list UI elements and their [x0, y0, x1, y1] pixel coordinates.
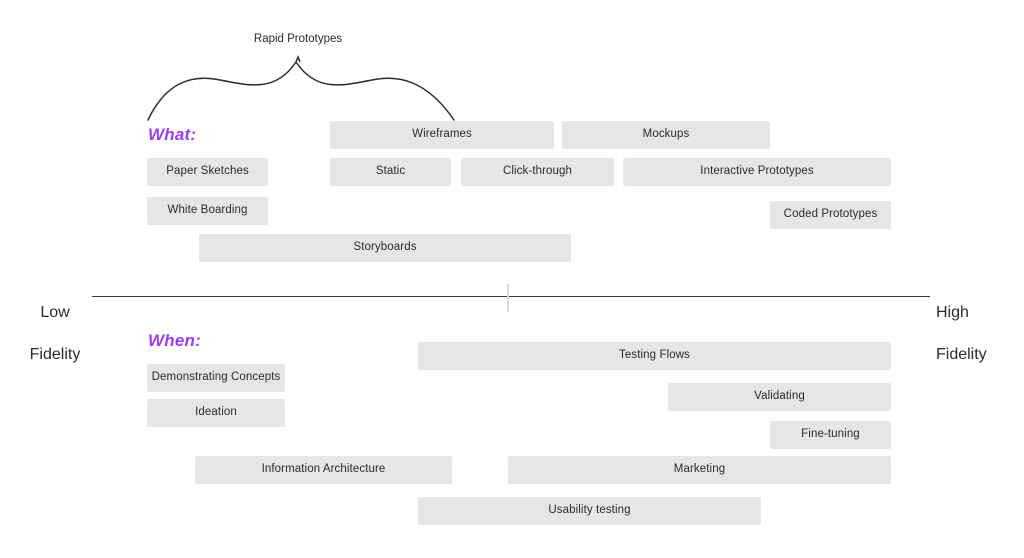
- what-item-click-through[interactable]: Click-through: [461, 158, 614, 186]
- fidelity-axis-line: [92, 296, 930, 298]
- fidelity-axis-midpoint-tick: [507, 284, 509, 312]
- what-item-paper-sketches[interactable]: Paper Sketches: [147, 158, 268, 186]
- when-item-ideation[interactable]: Ideation: [147, 399, 285, 427]
- when-item-testing-flows[interactable]: Testing Flows: [418, 342, 891, 370]
- when-item-usability-testing[interactable]: Usability testing: [418, 497, 761, 525]
- axis-label-high-line1: High: [936, 304, 969, 322]
- axis-label-low-line1: Low: [40, 304, 70, 322]
- what-item-white-boarding[interactable]: White Boarding: [147, 197, 268, 225]
- rapid-prototypes-caption: Rapid Prototypes: [253, 33, 343, 45]
- what-item-interactive-prototypes[interactable]: Interactive Prototypes: [623, 158, 891, 186]
- what-item-static[interactable]: Static: [330, 158, 451, 186]
- what-item-wireframes[interactable]: Wireframes: [330, 121, 554, 149]
- when-item-demonstrating-concepts[interactable]: Demonstrating Concepts: [147, 364, 285, 392]
- axis-label-low-line2: Fidelity: [29, 346, 81, 364]
- what-item-storyboards[interactable]: Storyboards: [199, 234, 571, 262]
- when-item-marketing[interactable]: Marketing: [508, 456, 891, 484]
- when-section-label: When:: [148, 331, 201, 350]
- curly-brace-icon: [147, 54, 455, 121]
- what-section-label: What:: [148, 125, 197, 144]
- what-item-coded-prototypes[interactable]: Coded Prototypes: [770, 201, 891, 229]
- when-item-information-architecture[interactable]: Information Architecture: [195, 456, 452, 484]
- axis-label-high-fidelity: High Fidelity: [936, 281, 1016, 365]
- when-item-fine-tuning[interactable]: Fine-tuning: [770, 421, 891, 449]
- axis-label-high-line2: Fidelity: [936, 346, 987, 364]
- when-item-validating[interactable]: Validating: [668, 383, 891, 411]
- what-item-mockups[interactable]: Mockups: [562, 121, 770, 149]
- axis-label-low-fidelity: Low Fidelity: [22, 281, 88, 365]
